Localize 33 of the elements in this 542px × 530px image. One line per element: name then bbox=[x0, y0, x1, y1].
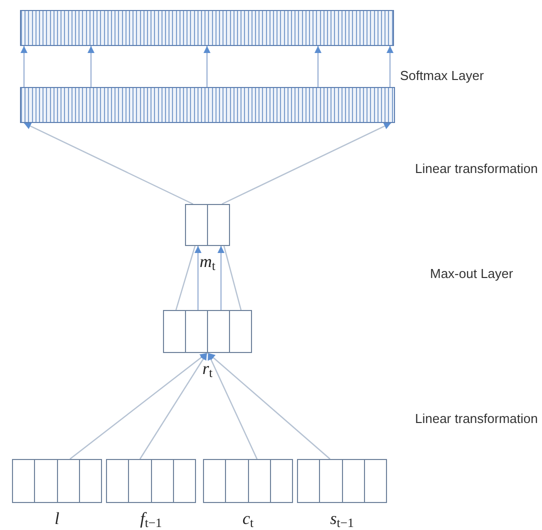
arrow bbox=[194, 246, 202, 310]
arrow bbox=[140, 352, 208, 460]
vector-box bbox=[12, 459, 102, 503]
arrow bbox=[208, 352, 330, 460]
layer-label: Linear transformation bbox=[415, 160, 538, 178]
striped-layer-bar bbox=[20, 10, 394, 46]
layer-label: Max-out Layer bbox=[430, 265, 514, 283]
vector-label: r$_{t}$ bbox=[202, 360, 213, 377]
arrow bbox=[386, 46, 394, 87]
vector-label: f$_{t−1}$ bbox=[140, 510, 162, 527]
striped-layer-bar bbox=[20, 87, 395, 123]
arrow bbox=[24, 122, 194, 205]
vector-label: s$_{t−1}$ bbox=[330, 510, 354, 527]
vector-label: c$_{t}$ bbox=[242, 510, 254, 527]
connector-line bbox=[175, 246, 196, 310]
connector-line bbox=[223, 246, 242, 310]
arrow bbox=[314, 46, 322, 87]
vector-box bbox=[106, 459, 196, 503]
layer-label: Softmax Layer bbox=[400, 67, 484, 85]
layer-label: Linear transformation bbox=[415, 410, 538, 428]
arrow bbox=[207, 352, 258, 460]
vector-label: l bbox=[54, 510, 60, 527]
vector-box bbox=[163, 310, 252, 353]
vector-box bbox=[185, 204, 230, 246]
arrow bbox=[20, 46, 28, 87]
vector-box bbox=[203, 459, 293, 503]
arrow bbox=[218, 246, 224, 310]
arrow bbox=[70, 352, 208, 460]
vector-box bbox=[297, 459, 387, 503]
vector-label: m$_{t}$ bbox=[200, 253, 216, 270]
arrow bbox=[204, 46, 210, 87]
arrow bbox=[222, 122, 392, 205]
arrow bbox=[88, 46, 94, 87]
